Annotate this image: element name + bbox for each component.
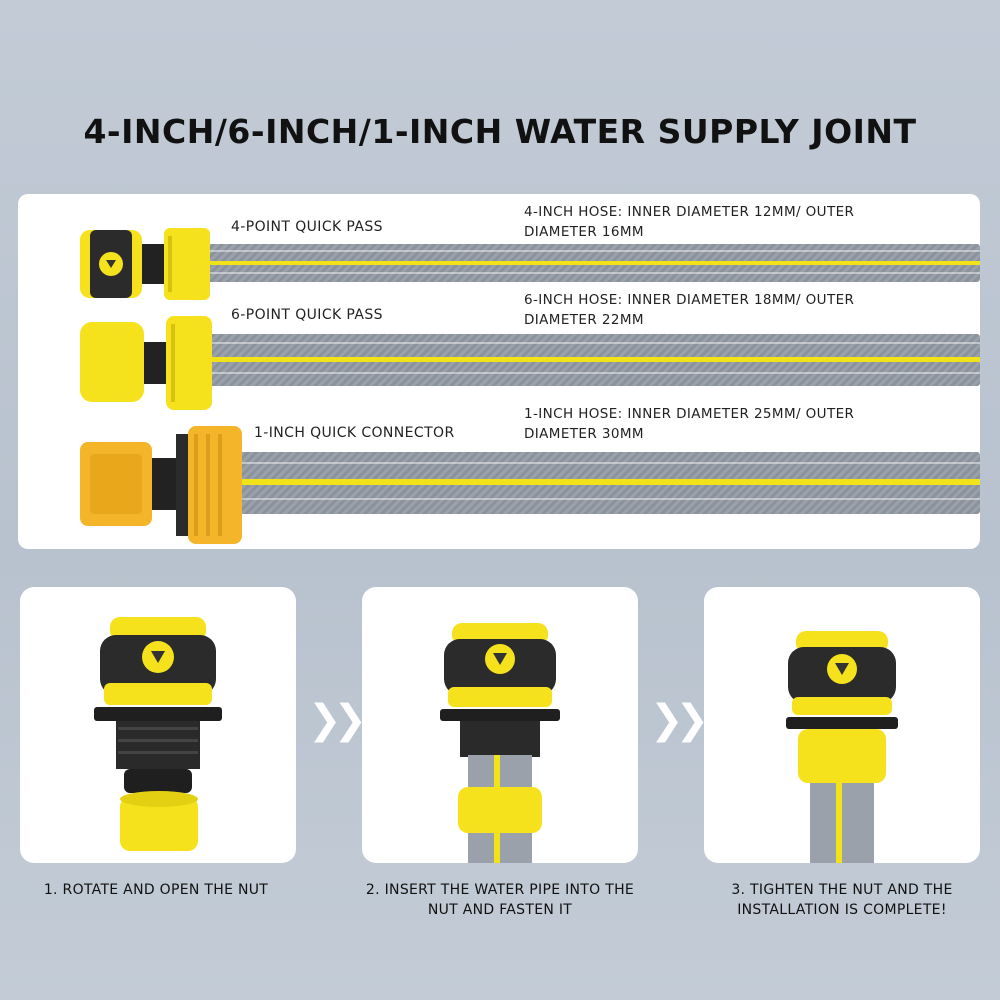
step-text-2: 2. INSERT THE WATER PIPE INTO THE NUT AN…	[365, 882, 635, 918]
quick-pass-4-point-icon	[80, 228, 210, 300]
fitting-label-6-point: 6-POINT QUICK PASS	[231, 307, 383, 323]
fitting-label-1-inch: 1-INCH QUICK CONNECTOR	[254, 425, 455, 441]
connector-complete-icon	[786, 631, 898, 863]
hose-spec-1-inch: 1-INCH HOSE: INNER DIAMETER 25MM/ OUTER …	[524, 406, 855, 442]
connector-insert-icon	[440, 623, 560, 863]
chevron-right-double-icon-2: ❯❯	[650, 697, 709, 743]
step-card-1	[20, 587, 296, 863]
hose-spec-6-inch: 6-INCH HOSE: INNER DIAMETER 18MM/ OUTER …	[524, 292, 855, 328]
chevron-right-double-icon: ❯❯	[308, 697, 367, 743]
hose-6-inch	[208, 334, 980, 386]
step-card-3	[704, 587, 980, 863]
step-card-2	[362, 587, 638, 863]
hose-1-inch	[208, 452, 980, 514]
hose-4-inch	[208, 244, 980, 282]
hose-size-panel: 4-POINT QUICK PASS 6-POINT QUICK PASS 1-…	[18, 194, 980, 549]
step-text-3: 3. TIGHTEN THE NUT AND THE INSTALLATION …	[731, 882, 953, 918]
quick-connector-1-inch-icon	[80, 426, 242, 544]
quick-pass-6-point-icon	[80, 316, 212, 410]
fitting-label-4-point: 4-POINT QUICK PASS	[231, 219, 383, 235]
step-text-1: 1. ROTATE AND OPEN THE NUT	[43, 882, 269, 898]
page-title: 4-INCH/6-INCH/1-INCH WATER SUPPLY JOINT	[83, 112, 917, 151]
hose-spec-4-inch: 4-INCH HOSE: INNER DIAMETER 12MM/ OUTER …	[524, 204, 855, 240]
connector-open-icon	[94, 617, 222, 851]
